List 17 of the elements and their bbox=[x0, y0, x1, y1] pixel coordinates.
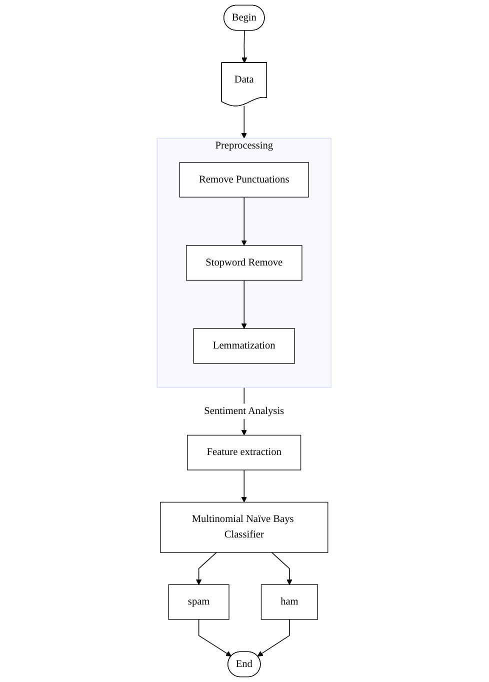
arrow bbox=[242, 280, 248, 329]
node-box: spam bbox=[168, 584, 230, 620]
node-box: Multinomial Naïve Bays Classifier bbox=[160, 502, 329, 553]
edge-label: Sentiment Analysis bbox=[204, 406, 284, 417]
arrow bbox=[242, 106, 248, 138]
arrow bbox=[196, 552, 218, 585]
arrow bbox=[242, 196, 248, 246]
arrow bbox=[198, 619, 232, 657]
node-box: Feature extraction bbox=[188, 434, 302, 470]
arrow bbox=[242, 470, 248, 502]
arrow bbox=[258, 619, 290, 657]
node-box: Stopword Remove bbox=[186, 245, 303, 281]
arrow bbox=[242, 30, 248, 64]
arrow bbox=[272, 552, 293, 585]
node-box: Lemmatization bbox=[194, 328, 296, 364]
node-box: ham bbox=[261, 584, 318, 620]
node-box: Remove Punctuations bbox=[180, 162, 310, 198]
